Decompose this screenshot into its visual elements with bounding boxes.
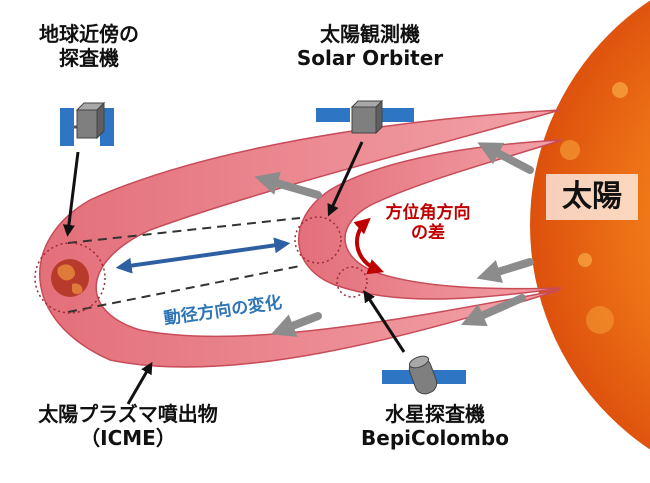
icme-label: 太陽プラズマ噴出物 （ICME） bbox=[8, 402, 248, 450]
azimuth-diff-label-line1: 方位角方向 bbox=[385, 203, 471, 223]
azimuth-diff-arrow bbox=[353, 217, 385, 275]
bepicolombo-label-line2: BepiColombo bbox=[361, 426, 509, 450]
solar-orbiter-label: 太陽観測機 Solar Orbiter bbox=[270, 22, 470, 70]
earth-probe-satellite-icon bbox=[60, 101, 114, 146]
bepicolombo-satellite-icon bbox=[382, 355, 466, 395]
icme-label-line2: （ICME） bbox=[80, 426, 176, 450]
flow-arrows bbox=[254, 142, 534, 337]
icme-outer-loop bbox=[39, 109, 561, 368]
bepicolombo-label-line1: 水星探査機 bbox=[385, 402, 485, 426]
solar-orbiter-detection-circle bbox=[294, 216, 342, 264]
earth-probe-label-line1: 地球近傍の bbox=[39, 22, 139, 46]
earth-probe-label-line2: 探査機 bbox=[59, 46, 119, 70]
sun-icon bbox=[530, 0, 650, 450]
bepicolombo-label: 水星探査機 BepiColombo bbox=[345, 402, 525, 450]
icme-inner-loop bbox=[297, 139, 563, 300]
earth-icon bbox=[34, 242, 106, 314]
azimuth-diff-label-line2: の差 bbox=[411, 223, 445, 244]
bepicolombo-detection-circle bbox=[336, 266, 368, 298]
earth-probe-label: 地球近傍の 探査機 bbox=[14, 22, 164, 70]
pointer-arrows bbox=[62, 141, 406, 405]
connecting-dashed-lines bbox=[67, 217, 301, 313]
solar-orbiter-label-line2: Solar Orbiter bbox=[296, 46, 444, 70]
solar-orbiter-label-line1: 太陽観測機 bbox=[320, 22, 420, 46]
sun-label: 太陽 bbox=[546, 174, 638, 220]
solar-orbiter-satellite-icon bbox=[316, 99, 414, 135]
icme-label-line1: 太陽プラズマ噴出物 bbox=[38, 402, 218, 426]
radial-change-arrow bbox=[115, 237, 291, 274]
azimuth-diff-label: 方位角方向 の差 bbox=[368, 203, 488, 244]
